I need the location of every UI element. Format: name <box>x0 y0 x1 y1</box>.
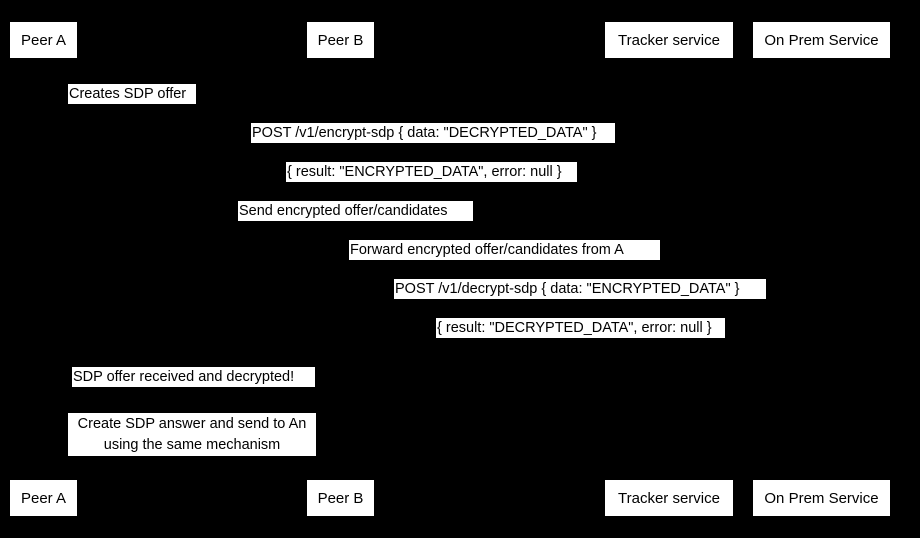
participant-box-tracker-service-top[interactable]: Tracker service <box>605 22 733 58</box>
participant-box-tracker-service-bottom[interactable]: Tracker service <box>605 480 733 516</box>
participant-box-peer-a-top[interactable]: Peer A <box>10 22 77 58</box>
message-label-sdp-offer-received[interactable]: SDP offer received and decrypted! <box>72 367 315 387</box>
message-label-forward-encrypted-offer[interactable]: Forward encrypted offer/candidates from … <box>349 240 660 260</box>
participant-box-peer-b-top[interactable]: Peer B <box>307 22 374 58</box>
message-label-send-encrypted-offer[interactable]: Send encrypted offer/candidates <box>238 201 473 221</box>
message-label-post-decrypt-sdp[interactable]: POST /v1/decrypt-sdp { data: "ENCRYPTED_… <box>394 279 766 299</box>
participant-box-peer-b-bottom[interactable]: Peer B <box>307 480 374 516</box>
message-label-create-sdp-answer[interactable]: Create SDP answer and send to An using t… <box>68 413 316 456</box>
message-label-post-encrypt-sdp[interactable]: POST /v1/encrypt-sdp { data: "DECRYPTED_… <box>251 123 615 143</box>
message-label-encrypt-sdp-result[interactable]: { result: "ENCRYPTED_DATA", error: null … <box>286 162 577 182</box>
message-label-decrypt-sdp-result[interactable]: { result: "DECRYPTED_DATA", error: null … <box>436 318 725 338</box>
participant-box-on-prem-service-top[interactable]: On Prem Service <box>753 22 890 58</box>
participant-box-peer-a-bottom[interactable]: Peer A <box>10 480 77 516</box>
participant-box-on-prem-service-bottom[interactable]: On Prem Service <box>753 480 890 516</box>
message-label-creates-sdp-offer[interactable]: Creates SDP offer <box>68 84 196 104</box>
